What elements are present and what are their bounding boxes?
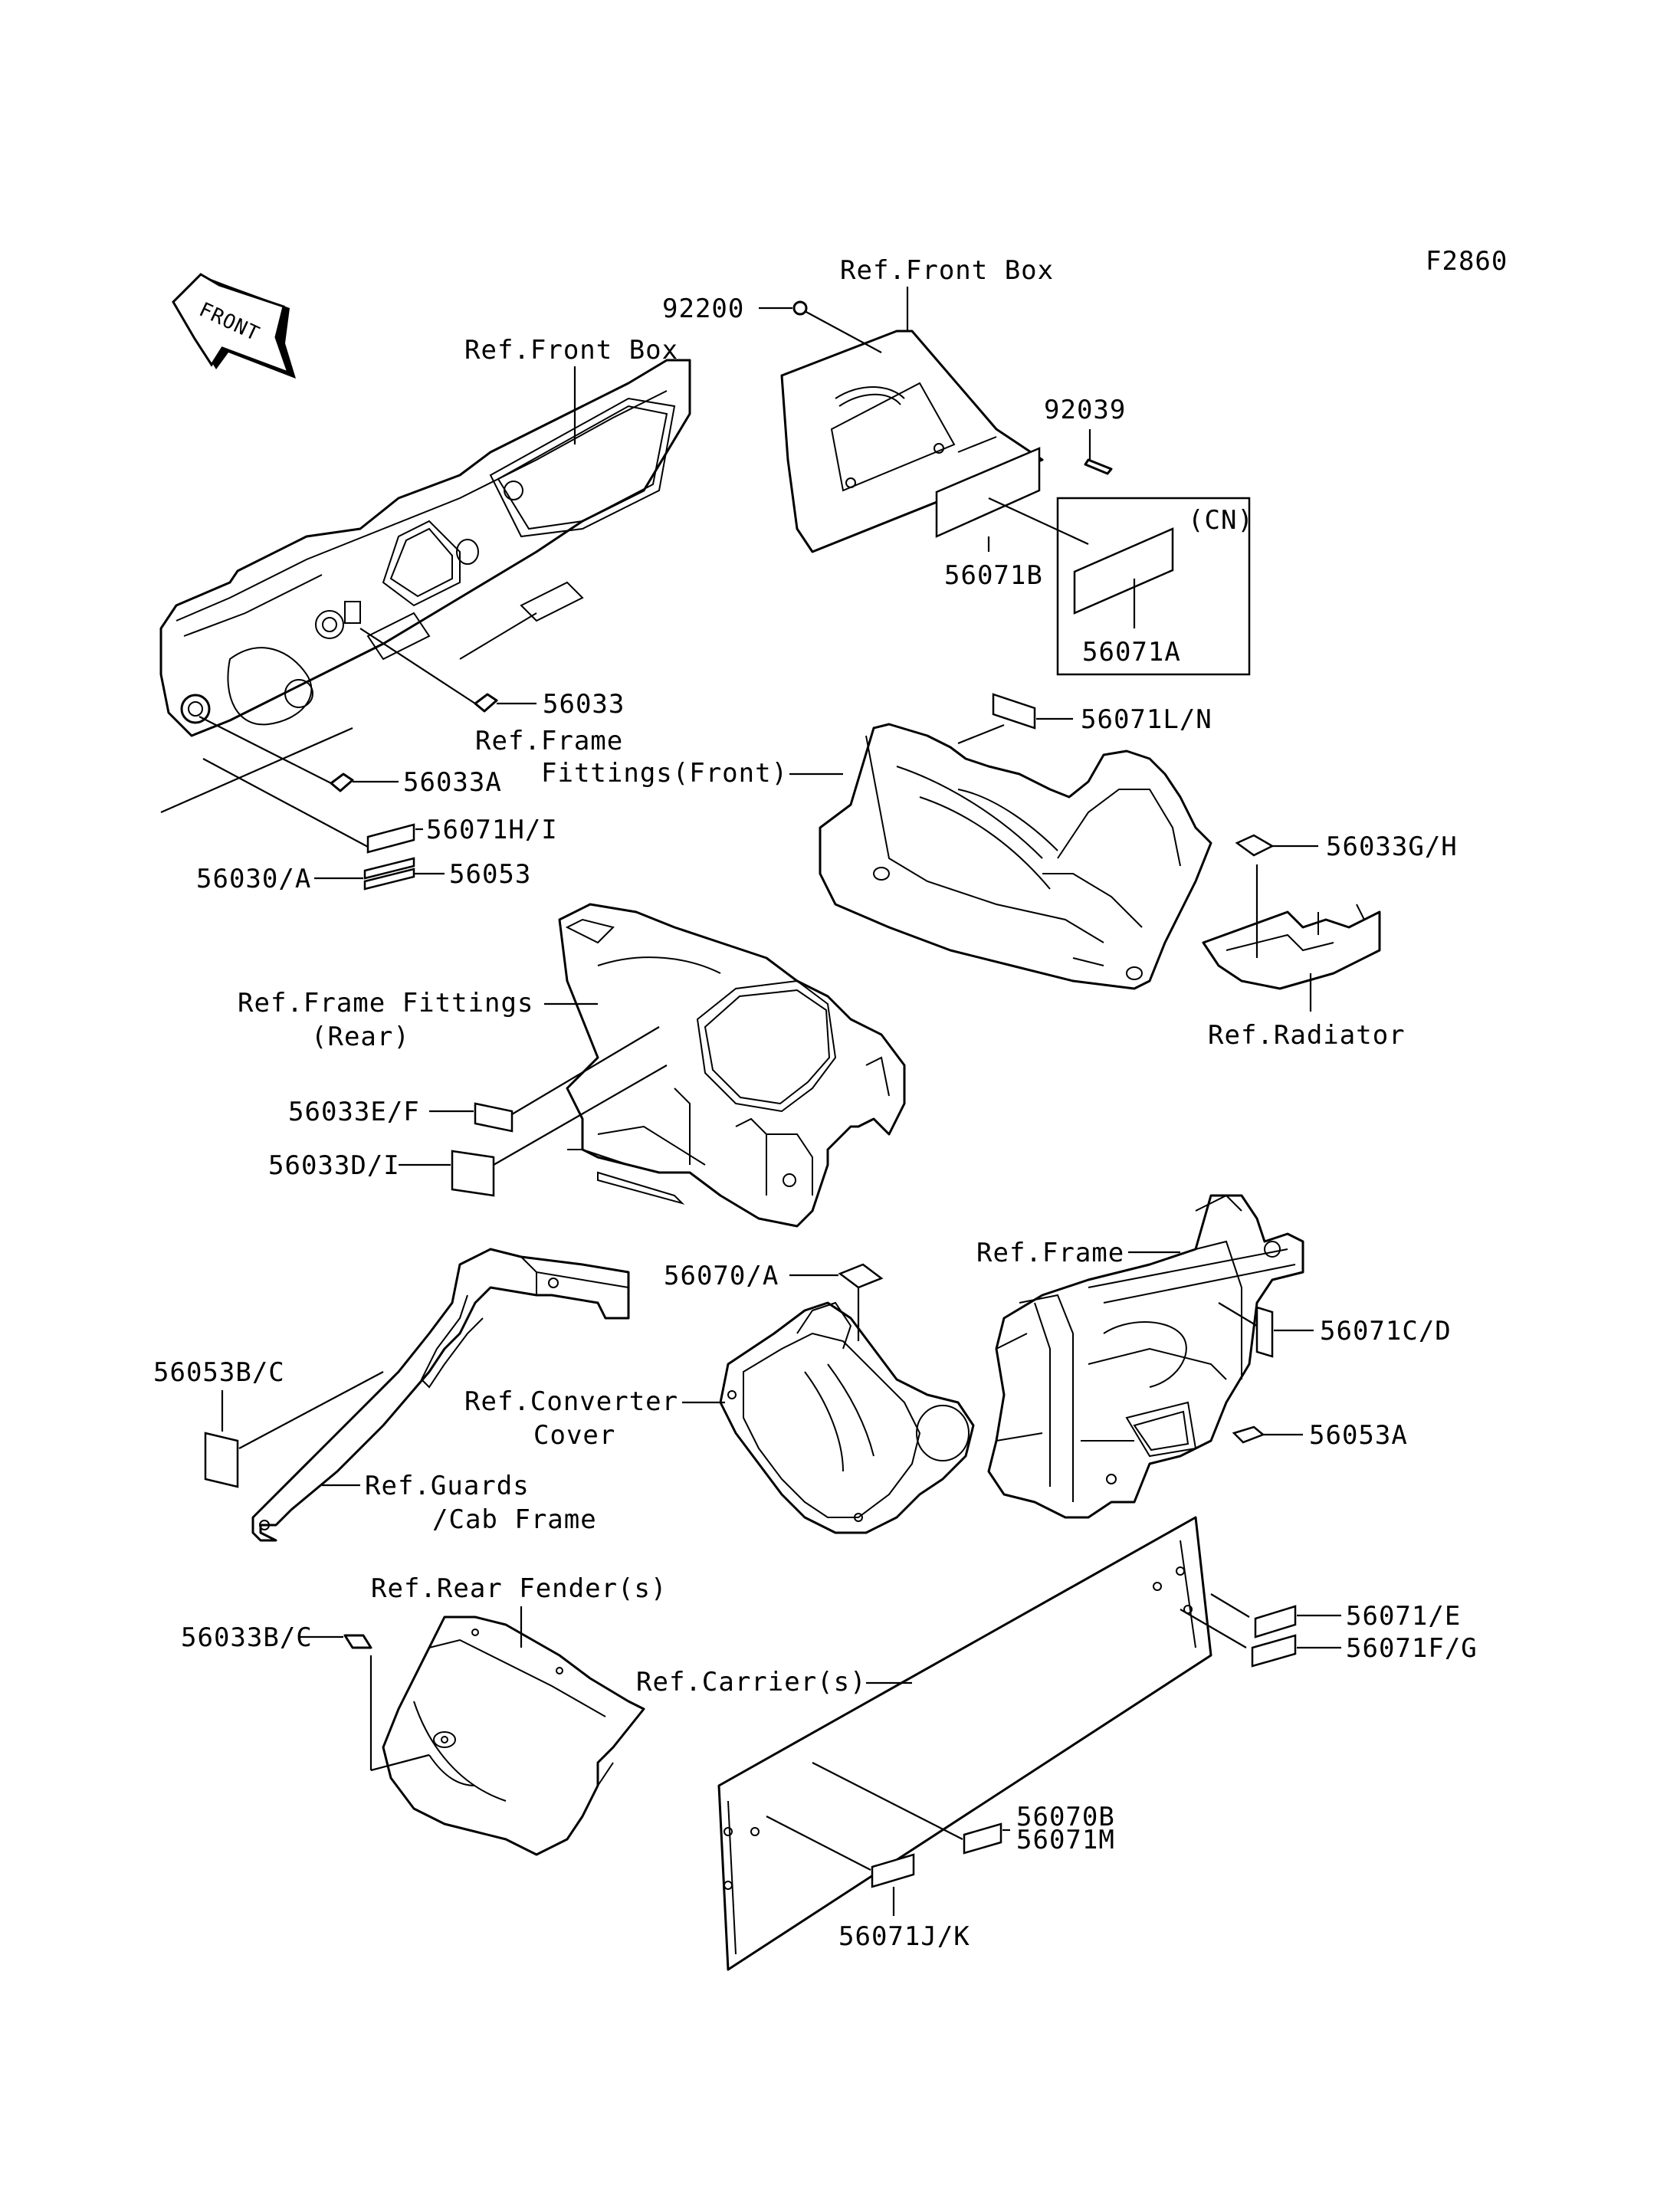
figure-code: F2860	[1426, 246, 1508, 277]
callout-56070A: 56070/A	[664, 1261, 779, 1291]
ref-front-box-left: Ref.Front Box	[464, 335, 678, 366]
part-56071B-label	[935, 447, 1041, 538]
ref-rear-fender: Ref.Rear Fender(s)	[371, 1573, 667, 1604]
callout-cn: (CN)	[1188, 505, 1254, 536]
callout-56071B: 56071B	[944, 560, 1043, 591]
callout-92039: 92039	[1044, 395, 1126, 425]
ref-frame-fittings-rear-2: (Rear)	[311, 1022, 410, 1052]
part-56033A-decal	[330, 772, 354, 792]
rear-fender	[382, 1615, 645, 1856]
dashboard-front-box	[159, 359, 691, 737]
callout-56053BC: 56053B/C	[153, 1357, 285, 1388]
part-56071HI-decal	[366, 823, 415, 854]
front-box-lid	[780, 330, 1044, 553]
ref-converter-cover-1: Ref.Converter	[464, 1386, 678, 1417]
callout-56033EF: 56033E/F	[288, 1097, 420, 1127]
frame	[987, 1194, 1304, 1519]
part-56033EF-decal	[474, 1102, 514, 1133]
front-direction-arrow-icon: FRONT	[172, 273, 296, 379]
ref-guards-2: /Cab Frame	[432, 1504, 597, 1535]
callout-56071A: 56071A	[1082, 637, 1181, 668]
ref-guards-1: Ref.Guards	[365, 1471, 530, 1501]
part-56070B-56071M-decal	[963, 1822, 1002, 1855]
part-56053BC-decal	[204, 1432, 239, 1488]
radiator-bracket	[1202, 904, 1381, 990]
ref-frame: Ref.Frame	[976, 1238, 1124, 1268]
part-56071JK-decal	[871, 1853, 915, 1888]
ref-carrier: Ref.Carrier(s)	[636, 1667, 867, 1697]
part-56053A-decal	[1232, 1425, 1265, 1444]
part-56033BC-decal	[343, 1634, 372, 1649]
callout-56071M: 56071M	[1016, 1825, 1115, 1855]
converter-cover	[719, 1301, 975, 1534]
ref-radiator: Ref.Radiator	[1208, 1020, 1406, 1051]
part-56033-decal	[474, 693, 498, 713]
part-56071LN-decal	[992, 693, 1036, 730]
part-56033DI-decal	[451, 1150, 495, 1197]
guards-cab-frame	[251, 1248, 630, 1542]
part-56030A-decal	[363, 857, 415, 880]
ref-frame-fittings-front-2: Fittings(Front)	[541, 758, 788, 789]
part-56071A-label	[1073, 527, 1174, 615]
callout-92200: 92200	[662, 294, 744, 324]
callout-56033GH: 56033G/H	[1326, 832, 1458, 862]
callout-56070B: 56070B	[1016, 1802, 1115, 1832]
callout-56071FG: 56071F/G	[1346, 1633, 1478, 1664]
part-56071FG-decal	[1251, 1634, 1297, 1668]
callout-56030A: 56030/A	[196, 864, 311, 894]
callout-56033A: 56033A	[403, 767, 502, 798]
callout-56071JK: 56071J/K	[838, 1921, 970, 1952]
part-56053-decal	[363, 868, 415, 891]
callout-56033DI: 56033D/I	[268, 1150, 400, 1181]
ref-frame-fittings-front-1: Ref.Frame	[475, 726, 623, 756]
part-92200-grommet	[792, 300, 808, 316]
frame-fittings-front	[819, 723, 1212, 990]
callout-56071E: 56071/E	[1346, 1601, 1461, 1632]
callout-56053A: 56053A	[1309, 1420, 1408, 1451]
ref-converter-cover-2: Cover	[533, 1420, 615, 1451]
callout-56053: 56053	[449, 859, 531, 890]
callout-56071CD: 56071C/D	[1320, 1316, 1452, 1347]
part-56070A-decal	[838, 1263, 884, 1289]
part-56071CD-decal	[1255, 1306, 1274, 1358]
ref-frame-fittings-rear-1: Ref.Frame Fittings	[238, 988, 533, 1018]
ref-front-box-top: Ref.Front Box	[840, 255, 1054, 286]
part-92039-clip	[1084, 458, 1113, 475]
callout-56033: 56033	[543, 689, 625, 720]
part-56033GH-decal	[1235, 834, 1275, 857]
carrier-panel	[717, 1516, 1212, 1971]
cn-variant-box	[1056, 497, 1251, 676]
part-56071E-decal	[1254, 1605, 1297, 1638]
callout-56071LN: 56071L/N	[1081, 704, 1212, 735]
callout-56033BC: 56033B/C	[181, 1622, 313, 1653]
callout-56071HI: 56071H/I	[426, 815, 558, 845]
frame-fittings-rear	[558, 903, 906, 1228]
